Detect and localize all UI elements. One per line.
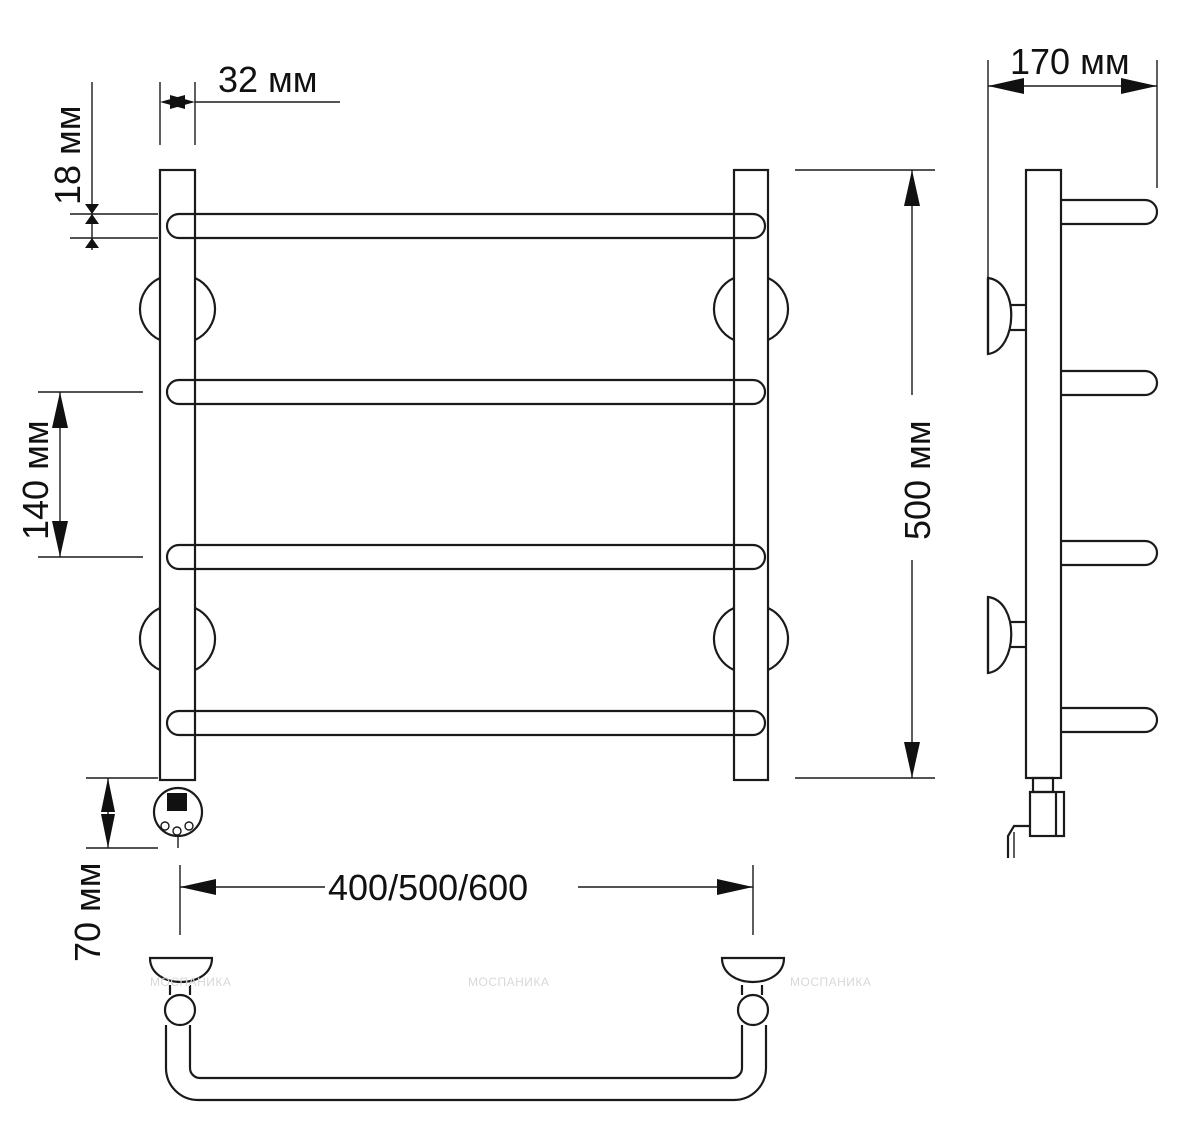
dimension-70mm: 70 мм [67, 777, 158, 962]
watermark-1: МОСПАНИКА [150, 975, 231, 989]
dimension-500mm: 500 мм [795, 169, 938, 779]
dimension-140mm: 140 мм [15, 391, 143, 558]
side-heater-body [1006, 776, 1066, 858]
wall-mount-flange-bottom-left [138, 606, 217, 672]
dimension-170mm: 170 мм [987, 41, 1158, 278]
dimension-label-70mm: 70 мм [67, 862, 108, 962]
dimension-32mm: 32 мм [159, 59, 340, 145]
watermark-2: МОСПАНИКА [468, 975, 549, 989]
rail-2 [165, 378, 767, 406]
rail-4 [165, 709, 767, 737]
top-flange-right [720, 956, 786, 984]
top-connector-right [736, 993, 770, 1027]
front-view [138, 168, 790, 848]
dimension-label-500mm: 500 мм [897, 420, 938, 540]
side-arm-3 [1061, 539, 1159, 567]
dimension-label-170mm: 170 мм [1010, 41, 1130, 82]
side-arm-1 [1061, 198, 1159, 226]
side-arm-2 [1061, 369, 1159, 397]
heating-element-controller [152, 786, 204, 848]
dimension-label-18mm: 18 мм [47, 105, 88, 205]
wall-mount-flange-top-left [138, 276, 217, 342]
top-rail-outer [164, 1025, 768, 1102]
top-view: МОСПАНИКА МОСПАНИКА МОСПАНИКА [148, 956, 871, 1102]
top-connector-left [163, 993, 197, 1027]
side-view [986, 168, 1159, 858]
dimension-label-32mm: 32 мм [218, 59, 318, 100]
rail-3 [165, 543, 767, 571]
watermark-3: МОСПАНИКА [790, 975, 871, 989]
top-flange-left [148, 956, 214, 984]
right-post [732, 168, 770, 782]
side-post [1024, 168, 1063, 780]
top-rail-inner [188, 1025, 744, 1080]
side-wall-bracket-bottom [986, 595, 1026, 675]
rail-1 [165, 212, 767, 240]
wall-mount-flange-bottom-right [712, 606, 790, 672]
dimension-label-width: 400/500/600 [328, 867, 528, 908]
dimension-18mm: 18 мм [47, 82, 158, 250]
dimension-width: 400/500/600 [179, 865, 754, 935]
side-wall-bracket-top [986, 276, 1026, 356]
side-arm-4 [1061, 706, 1159, 734]
dimension-label-140mm: 140 мм [15, 420, 56, 540]
left-post [158, 168, 197, 782]
wall-mount-flange-top-right [712, 276, 790, 342]
